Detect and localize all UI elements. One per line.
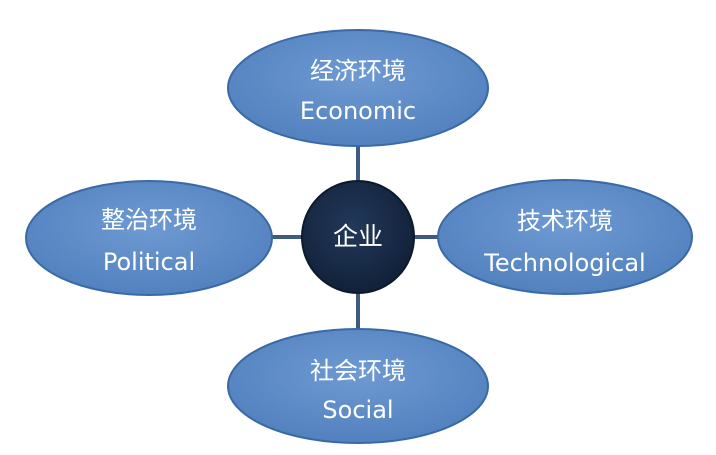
node-social: 社会环境 Social: [227, 328, 489, 444]
node-center-label: 企业: [333, 222, 383, 251]
node-technological: 技术环境 Technological: [437, 179, 693, 295]
node-center: 企业: [301, 180, 415, 294]
node-technological-label-zh: 技术环境: [517, 207, 613, 235]
node-political-label-en: Political: [103, 248, 195, 276]
node-economic-label-zh: 经济环境: [310, 57, 406, 85]
node-political-label-zh: 整治环境: [101, 206, 197, 234]
node-social-ellipse: [227, 328, 489, 444]
node-social-label-en: Social: [322, 396, 393, 424]
node-political-ellipse: [25, 180, 273, 296]
node-technological-label-en: Technological: [483, 249, 645, 277]
connectors: [272, 143, 440, 330]
node-political: 整治环境 Political: [25, 180, 273, 296]
node-economic: 经济环境 Economic: [227, 29, 489, 147]
node-economic-ellipse: [227, 29, 489, 147]
node-social-label-zh: 社会环境: [310, 357, 406, 385]
node-technological-ellipse: [437, 179, 693, 295]
node-economic-label-en: Economic: [300, 97, 416, 125]
node-center-circle: [301, 180, 415, 294]
